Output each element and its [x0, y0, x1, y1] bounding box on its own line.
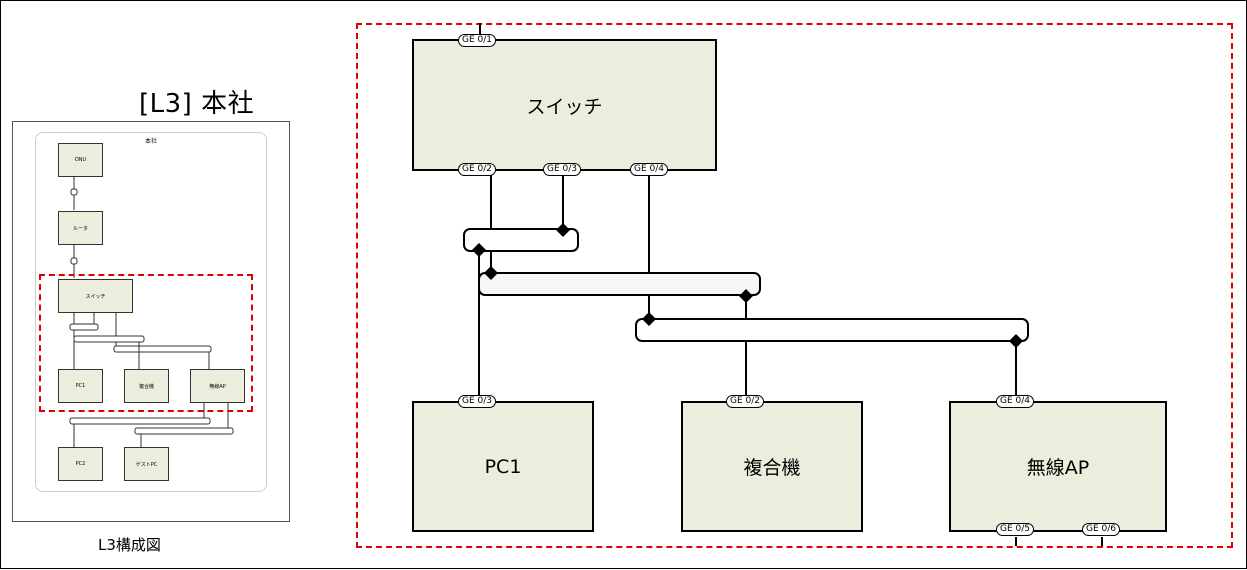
page-title: [L3] 本社 — [139, 89, 255, 119]
switch-port-ge0-4[interactable]: GE 0/4 — [630, 163, 669, 176]
focus-region-border — [356, 23, 1233, 548]
switch-port-ge0-3[interactable]: GE 0/3 — [543, 163, 582, 176]
thumbnail-switch: スイッチ — [58, 279, 133, 313]
figure-caption: L3構成図 — [98, 536, 161, 554]
switch-label: スイッチ — [526, 95, 603, 118]
pc1-port[interactable]: GE 0/3 — [458, 395, 497, 408]
thumbnail-ap: 無線AP — [190, 369, 245, 403]
mfp-port[interactable]: GE 0/2 — [726, 395, 765, 408]
pc1-label: PC1 — [484, 455, 522, 478]
ap-label: 無線AP — [1026, 457, 1090, 479]
thumbnail-pc1: PC1 — [58, 369, 103, 403]
pc1-device[interactable]: PC1 — [412, 401, 594, 532]
switch-device[interactable]: スイッチ — [412, 39, 717, 171]
switch-port-ge0-1[interactable]: GE 0/1 — [458, 34, 497, 47]
thumbnail-router: ルータ — [58, 211, 103, 245]
switch-port-ge0-2[interactable]: GE 0/2 — [458, 163, 497, 176]
ap-port-ge0-6[interactable]: GE 0/6 — [1082, 523, 1121, 536]
thumbnail-pc2: PC2 — [58, 447, 103, 481]
thumbnail-guest-pc: ゲストPC — [124, 447, 169, 481]
ap-device[interactable]: 無線AP — [949, 401, 1167, 532]
thumbnail-focus-region — [39, 274, 253, 412]
thumbnail-links — [69, 177, 234, 447]
thumbnail-onu: ONU — [58, 143, 103, 177]
thumbnail-site-label: 本社 — [144, 138, 157, 145]
ap-port-ge0-4[interactable]: GE 0/4 — [996, 395, 1035, 408]
thumbnail-mfp: 複合機 — [124, 369, 169, 403]
ap-port-ge0-5[interactable]: GE 0/5 — [996, 523, 1035, 536]
mfp-label: 複合機 — [743, 457, 801, 479]
thumbnail-site-area: 本社 — [35, 132, 267, 492]
thumbnail-overview[interactable]: 本社 — [12, 121, 290, 522]
mfp-device[interactable]: 複合機 — [681, 401, 863, 532]
